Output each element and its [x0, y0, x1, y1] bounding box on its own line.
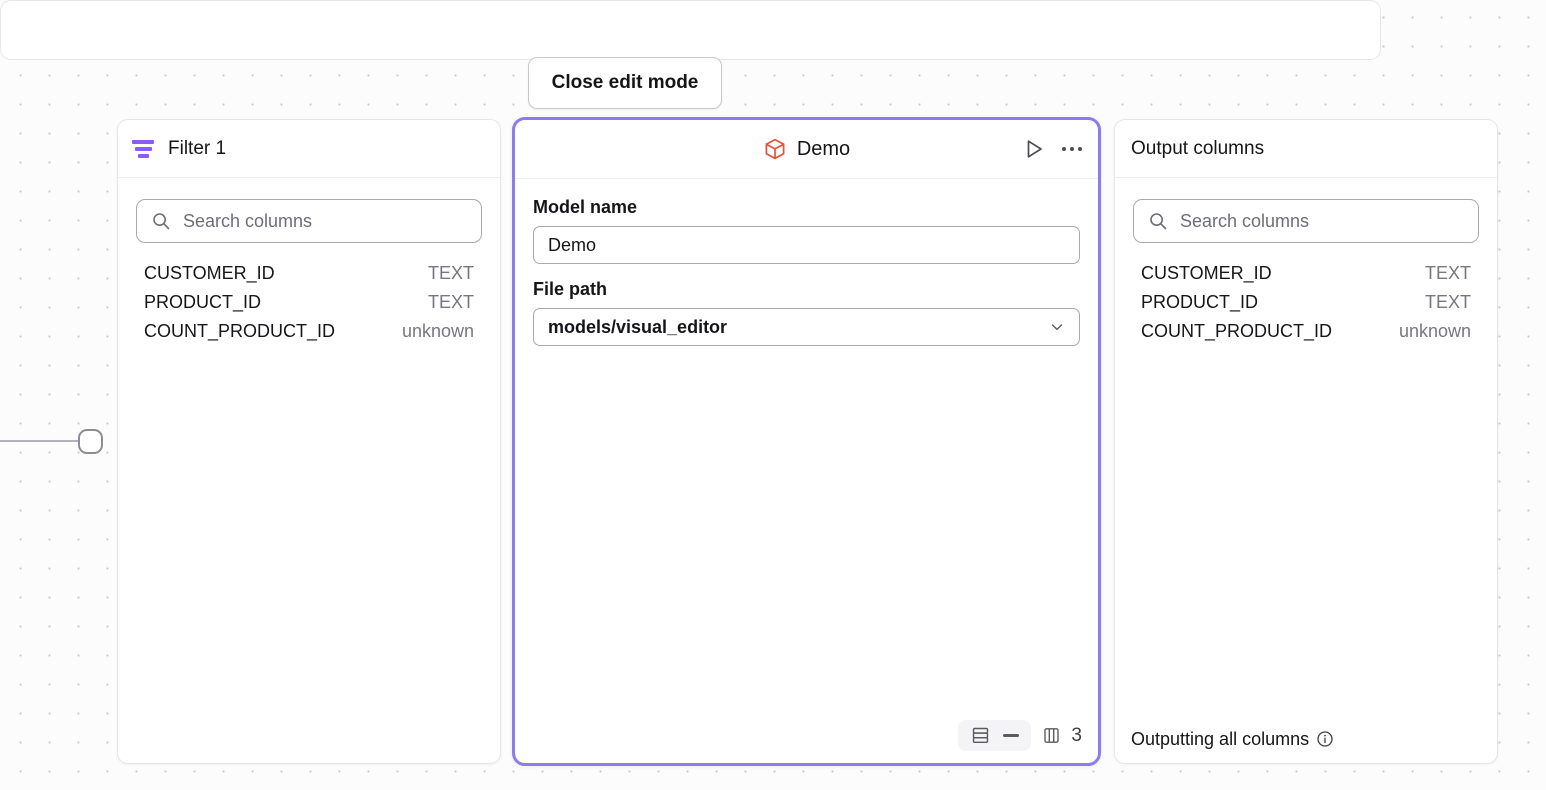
filter-panel-title: Filter 1 — [168, 137, 227, 159]
column-type: TEXT — [1424, 292, 1471, 312]
file-path-value: models/visual_editor — [548, 316, 728, 337]
list-item[interactable]: CUSTOMER_ID TEXT — [132, 259, 486, 288]
output-columns-panel[interactable]: Output columns Search columns CUSTOMER_I… — [1114, 119, 1498, 764]
file-path-select[interactable]: models/visual_editor — [533, 308, 1080, 346]
column-type: TEXT — [427, 292, 474, 312]
row-count-value — [1003, 734, 1020, 737]
filter-search-placeholder: Search columns — [183, 210, 313, 231]
connector-edge — [0, 440, 82, 442]
column-name: PRODUCT_ID — [1141, 292, 1259, 312]
filter-icon — [132, 136, 158, 162]
column-type: TEXT — [1424, 263, 1471, 283]
search-icon — [1150, 213, 1167, 230]
output-footer: Outputting all columns — [1115, 715, 1497, 763]
chevron-down-icon — [1051, 324, 1063, 331]
output-panel-header: Output columns — [1115, 120, 1497, 178]
column-type: unknown — [1398, 321, 1471, 341]
column-count-value: 3 — [1071, 724, 1082, 746]
model-panel[interactable]: Demo Model name Demo File path models/vi… — [512, 117, 1101, 766]
model-name-label: Model name — [533, 197, 638, 217]
filter-column-list: CUSTOMER_ID TEXT PRODUCT_ID TEXT COUNT_P… — [118, 243, 500, 346]
filter-panel[interactable]: Filter 1 Search columns CUSTOMER_ID TEXT… — [117, 119, 501, 764]
column-name: COUNT_PRODUCT_ID — [144, 321, 336, 341]
model-form: Model name Demo File path models/visual_… — [515, 179, 1098, 346]
column-name: COUNT_PRODUCT_ID — [1141, 321, 1333, 341]
columns-icon — [1044, 728, 1060, 743]
output-panel-title: Output columns — [1131, 137, 1265, 159]
rows-icon — [973, 727, 989, 743]
search-icon — [153, 213, 170, 230]
output-column-list: CUSTOMER_ID TEXT PRODUCT_ID TEXT COUNT_P… — [1115, 243, 1497, 346]
play-icon[interactable] — [1022, 137, 1046, 161]
model-name-input[interactable]: Demo — [533, 226, 1080, 264]
model-header-actions — [1022, 137, 1085, 161]
row-count-chip[interactable] — [958, 720, 1032, 751]
list-item[interactable]: CUSTOMER_ID TEXT — [1129, 259, 1483, 288]
model-stats-bar: 3 — [958, 720, 1082, 751]
filter-panel-header: Filter 1 — [118, 120, 500, 178]
list-item[interactable]: PRODUCT_ID TEXT — [132, 288, 486, 317]
column-name: CUSTOMER_ID — [144, 263, 275, 283]
model-panel-title: Demo — [796, 137, 851, 160]
column-type: unknown — [401, 321, 474, 341]
list-item[interactable]: COUNT_PRODUCT_ID unknown — [132, 317, 486, 346]
cube-icon — [765, 138, 785, 160]
bottom-partial-panel[interactable] — [0, 0, 1381, 60]
model-title-group: Demo — [515, 137, 1098, 161]
column-name: CUSTOMER_ID — [1141, 263, 1272, 283]
edge-handle[interactable] — [78, 429, 103, 454]
output-footer-text: Outputting all columns — [1131, 728, 1310, 749]
column-type: TEXT — [427, 263, 474, 283]
list-item[interactable]: COUNT_PRODUCT_ID unknown — [1129, 317, 1483, 346]
output-search-input[interactable]: Search columns — [1133, 199, 1479, 243]
file-path-label: File path — [533, 279, 608, 299]
output-search-placeholder: Search columns — [1180, 210, 1310, 231]
model-panel-header: Demo — [515, 120, 1098, 179]
column-name: PRODUCT_ID — [144, 292, 262, 312]
list-item[interactable]: PRODUCT_ID TEXT — [1129, 288, 1483, 317]
more-options-icon[interactable] — [1060, 143, 1085, 156]
close-edit-mode-button[interactable]: Close edit mode — [528, 57, 722, 109]
info-icon[interactable] — [1316, 730, 1334, 748]
column-count-group: 3 — [1041, 725, 1082, 747]
filter-search-input[interactable]: Search columns — [136, 199, 482, 243]
